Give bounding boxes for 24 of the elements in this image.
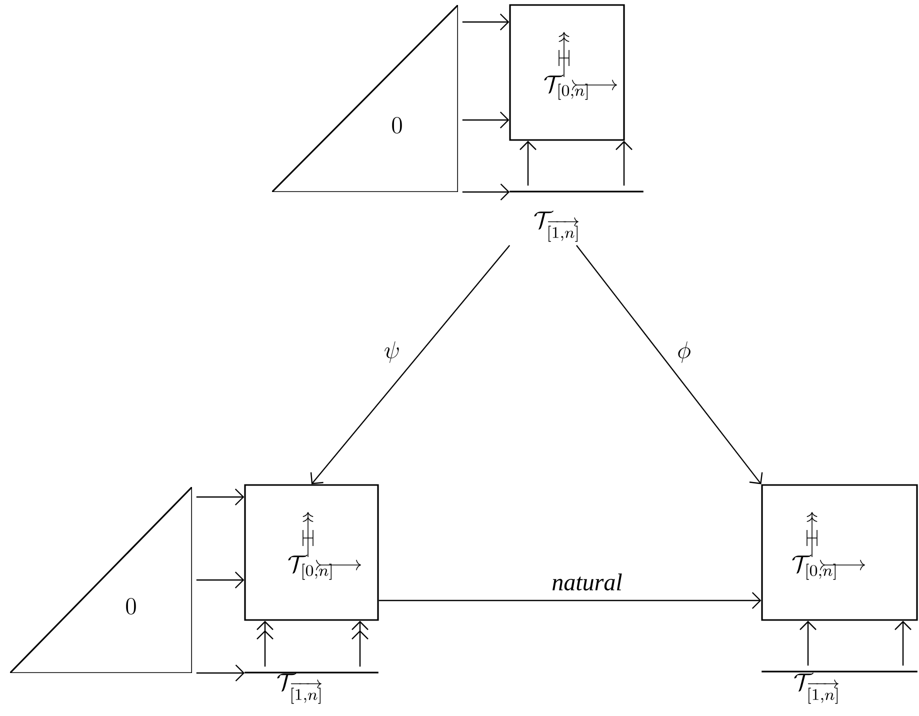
arrow [462, 14, 510, 30]
arrow [196, 572, 244, 588]
square-box: $\mathcal{T}_{[0,n]}$ [509, 4, 625, 141]
baseline-bar: $\mathcal{T}_{\overrightarrow{[1,n]}}$ [510, 190, 644, 242]
arrow [462, 184, 510, 200]
edge-label: $\phi$ [675, 339, 693, 365]
arrow [894, 620, 912, 666]
arrow [352, 620, 368, 667]
arrow [378, 592, 762, 609]
square-box: $\mathcal{T}_{[0,n]}$ [244, 484, 379, 621]
arrow [576, 245, 763, 484]
arrow [256, 620, 274, 667]
square-box: $\mathcal{T}_{[0,n]}$ [761, 484, 918, 621]
arrow [800, 620, 816, 666]
baseline-bar: $\mathcal{T}_{\overrightarrow{[1,n]}}$ [762, 670, 918, 704]
arrow [462, 112, 510, 128]
baseline-bar: $\mathcal{T}_{\overrightarrow{[1,n]}}$ [244, 672, 378, 704]
arrow [196, 488, 244, 506]
arrow [520, 140, 536, 186]
arrow [616, 140, 632, 186]
arrow [196, 664, 245, 682]
edge-label: natural [550, 572, 624, 592]
arrow [310, 245, 510, 484]
edge-label: $\psi$ [382, 339, 402, 365]
